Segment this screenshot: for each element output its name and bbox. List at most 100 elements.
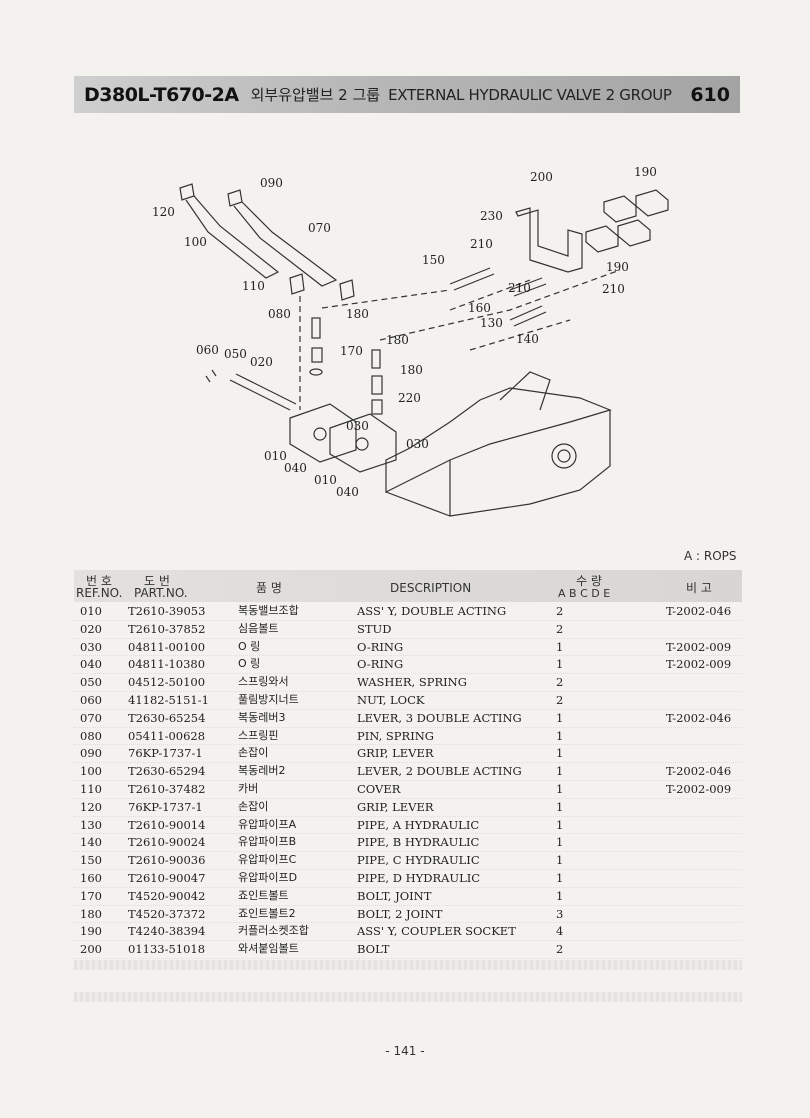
part-number-cell: 01133-51018 bbox=[128, 942, 206, 957]
part-number-cell: T2610-39053 bbox=[128, 604, 206, 618]
remarks-cell: T-2002-046 bbox=[666, 710, 732, 725]
description-cell: WASHER, SPRING bbox=[357, 675, 467, 690]
korean-name-cell: 스프링와서 bbox=[238, 675, 289, 689]
callout-label: 210 bbox=[470, 237, 493, 251]
korean-name-cell: 복동밸브조합 bbox=[238, 604, 299, 617]
description-cell: LEVER, 2 DOUBLE ACTING bbox=[357, 764, 522, 779]
description-cell: PIPE, B HYDRAULIC bbox=[357, 835, 480, 850]
quantity-cell: 1 bbox=[556, 728, 564, 743]
korean-name-cell: 스프링핀 bbox=[238, 728, 279, 742]
diagram-svg: 090 120 070 100 110 080 180 060 050 020 … bbox=[152, 165, 669, 517]
quantity-cell: 1 bbox=[556, 888, 564, 903]
description-cell: BOLT, JOINT bbox=[357, 888, 432, 903]
part-number-cell: T4240-38394 bbox=[128, 924, 206, 939]
ref-cell: 020 bbox=[80, 621, 102, 636]
korean-name-cell: 와셔붙임볼트 bbox=[238, 942, 299, 956]
callout-label: 190 bbox=[606, 260, 629, 274]
section-code: 610 bbox=[690, 83, 730, 106]
quantity-cell: 1 bbox=[556, 817, 564, 832]
description-cell: O-RING bbox=[357, 639, 404, 654]
korean-name-cell: O 링 bbox=[238, 657, 261, 671]
korean-name-cell: 유압파이프D bbox=[238, 870, 298, 884]
callout-label: 210 bbox=[602, 282, 625, 296]
callout-label: 110 bbox=[242, 279, 265, 293]
quantity-cell: 3 bbox=[556, 906, 564, 921]
callout-label: 160 bbox=[468, 301, 491, 315]
callout-label: 190 bbox=[634, 165, 657, 179]
quantity-cell: 2 bbox=[556, 692, 564, 707]
description-cell: STUD bbox=[357, 621, 392, 636]
description-cell: NUT, LOCK bbox=[357, 692, 425, 707]
description-cell: O-RING bbox=[357, 657, 404, 672]
korean-name-cell: 풀림방지너트 bbox=[238, 692, 299, 706]
ref-cell: 040 bbox=[80, 657, 102, 672]
part-number-cell: 04811-10380 bbox=[128, 657, 206, 672]
remarks-cell: T-2002-046 bbox=[666, 604, 732, 618]
korean-name-cell: 손잡이 bbox=[238, 746, 269, 760]
model-code: D380L-T670-2A bbox=[84, 83, 239, 106]
part-number-cell: 76KP-1737-1 bbox=[128, 746, 203, 761]
korean-name-cell: 커플러소켓조합 bbox=[238, 924, 309, 938]
ref-cell: 190 bbox=[80, 924, 102, 939]
scan-band bbox=[74, 992, 742, 1002]
callout-label: 080 bbox=[268, 307, 291, 321]
ref-cell: 180 bbox=[80, 906, 102, 921]
korean-name-cell: 복동레버3 bbox=[238, 710, 286, 724]
ref-cell: 090 bbox=[80, 746, 102, 761]
callout-label: 180 bbox=[400, 363, 423, 377]
quantity-cell: 1 bbox=[556, 657, 564, 672]
ref-cell: 010 bbox=[80, 604, 102, 618]
callout-label: 180 bbox=[346, 307, 369, 321]
quantity-cell: 1 bbox=[556, 781, 564, 796]
korean-name-cell: O 링 bbox=[238, 639, 261, 653]
callout-label: 200 bbox=[530, 170, 553, 184]
callout-label: 010 bbox=[264, 449, 287, 463]
description-cell: LEVER, 3 DOUBLE ACTING bbox=[357, 710, 522, 725]
korean-name-cell: 유압파이프B bbox=[238, 835, 297, 849]
description-cell: BOLT bbox=[357, 942, 390, 957]
part-number-cell: T2610-37852 bbox=[128, 621, 206, 636]
part-number-cell: 04811-00100 bbox=[128, 639, 206, 654]
quantity-cell: 1 bbox=[556, 853, 564, 868]
description-cell: COVER bbox=[357, 781, 401, 796]
part-number-cell: T2610-90014 bbox=[128, 817, 206, 832]
quantity-cell: 1 bbox=[556, 710, 564, 725]
callout-label: 050 bbox=[224, 347, 247, 361]
quantity-cell: 2 bbox=[556, 675, 564, 690]
ref-cell: 160 bbox=[80, 870, 102, 885]
quantity-cell: 1 bbox=[556, 870, 564, 885]
rops-note: A : ROPS bbox=[684, 549, 737, 563]
quantity-cell: 4 bbox=[556, 924, 564, 939]
callout-label: 210 bbox=[508, 281, 531, 295]
diagram-drawing bbox=[179, 183, 669, 517]
part-number-cell: 76KP-1737-1 bbox=[128, 799, 203, 814]
quantity-cell: 1 bbox=[556, 799, 564, 814]
callout-labels: 090 120 070 100 110 080 180 060 050 020 … bbox=[152, 165, 657, 499]
part-number-cell: T2610-90024 bbox=[128, 835, 206, 850]
ref-cell: 030 bbox=[80, 639, 102, 654]
header-part-en: PART.NO. bbox=[134, 586, 188, 600]
remarks-cell: T-2002-009 bbox=[666, 781, 732, 796]
quantity-cell: 1 bbox=[556, 835, 564, 850]
quantity-cell: 1 bbox=[556, 746, 564, 761]
header-description: DESCRIPTION bbox=[390, 581, 472, 595]
header-name-kr: 품 명 bbox=[256, 581, 282, 595]
title-english: EXTERNAL HYDRAULIC VALVE 2 GROUP bbox=[388, 85, 672, 104]
part-number-cell: 41182-5151-1 bbox=[128, 692, 209, 707]
part-number-cell: T4520-90042 bbox=[128, 888, 206, 903]
header-qty-columns: A B C D E bbox=[558, 587, 611, 600]
description-cell: GRIP, LEVER bbox=[357, 799, 434, 814]
header-ref-kr: 번 호 bbox=[86, 574, 112, 588]
part-number-cell: 04512-50100 bbox=[128, 675, 206, 690]
